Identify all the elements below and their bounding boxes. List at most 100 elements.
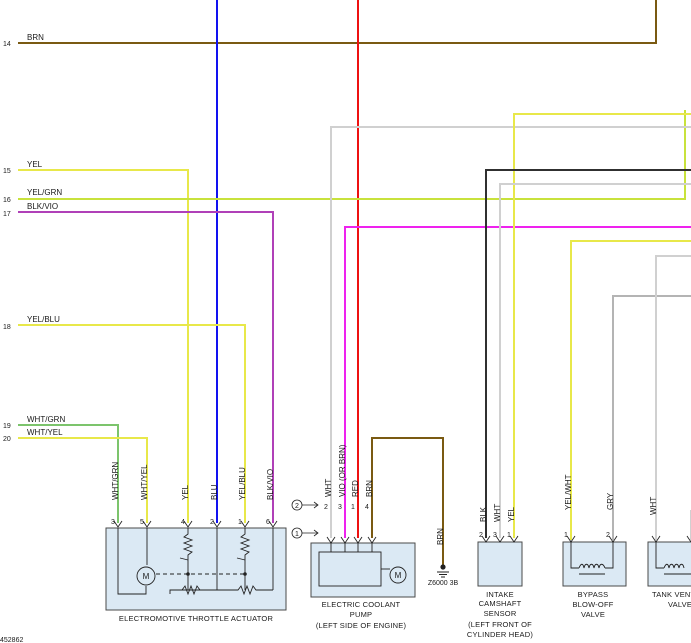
ground-icon [437, 571, 449, 578]
bypass-caption-1: BYPASS [578, 590, 609, 599]
throttle-junction-2 [243, 572, 247, 576]
cam-wire-label-2: WHT [493, 504, 502, 522]
bypass-coil-icon [578, 563, 606, 569]
wire-whtgrn-row19 [18, 424, 119, 523]
row-wire-19: WHT/GRN [27, 415, 65, 424]
throttle-wire-label-3: YEL [181, 484, 190, 500]
wire-brn-pump-4 [371, 437, 444, 566]
throttle-pin-1: 1 [238, 519, 242, 526]
throttle-wire-label-4: BLU [210, 484, 219, 500]
cam-sensor: BLK WHT YEL 2 3 1 INTAKE CAMSHAFT SENSOR… [467, 504, 533, 639]
row-wire-20: WHT/YEL [27, 428, 63, 437]
throttle-wire-label-1: WHT/GRN [111, 462, 120, 500]
pump-pin-2: 2 [324, 504, 328, 511]
wire-brn-row14 [18, 0, 657, 44]
pump-wire-label-2: VIO (OR BRN) [338, 444, 347, 497]
ground-id-label: Z6000 3B [428, 580, 459, 587]
pump-caption-3: (LEFT SIDE OF ENGINE) [316, 621, 407, 630]
coolant-pump: WHT VIO (OR BRN) RED BRN 2 3 1 4 2 1 M B… [291, 444, 459, 630]
marker-1-arrow [302, 529, 319, 537]
tank-coil-icon [663, 563, 685, 569]
ground-splice-dot [440, 564, 446, 570]
pump-wire-label-3: RED [351, 480, 360, 497]
wire-vio-pump-3 [344, 226, 691, 538]
figure-code: 452862 [0, 637, 23, 643]
throttle-pin-2: 2 [210, 519, 214, 526]
throttle-wire-label-6: BLK/VIO [266, 469, 275, 500]
wire-yel-cam-1 [513, 113, 691, 538]
throttle-pin-arrows [113, 520, 278, 528]
throttle-actuator: WHT/GRN WHT/YEL YEL BLU YEL/BLU BLK/VIO … [105, 462, 287, 623]
wire-yelblu-row18 [18, 324, 246, 523]
tank-caption-1: TANK VENT [652, 590, 691, 599]
throttle-actuator-box [105, 527, 287, 611]
bypass-caption-2: BLOW-OFF [572, 600, 613, 609]
throttle-wire-label-2: WHT/YEL [140, 464, 149, 500]
pump-wire-label-1: WHT [324, 479, 333, 497]
throttle-pin-6: 6 [266, 519, 270, 526]
row-number-14: 14 [3, 41, 11, 48]
pump-wire-label-4: BRN [365, 480, 374, 497]
throttle-internal-circuit [117, 528, 274, 596]
pump-pin-4: 4 [365, 504, 369, 511]
cam-caption-2: CAMSHAFT [479, 599, 522, 608]
wire-wht-tank [655, 255, 691, 540]
throttle-pin-5: 5 [140, 519, 144, 526]
bypass-pin-2: 2 [606, 532, 610, 539]
marker-2-arrow [302, 501, 319, 509]
row-wire-14: BRN [27, 33, 44, 42]
pump-pin-1: 1 [351, 504, 355, 511]
bypass-caption-3: VALVE [581, 610, 605, 619]
bypass-valve: YEL/WHT GRY 1 2 BYPASS BLOW-OFF VALVE [562, 474, 627, 619]
cam-caption-4: (LEFT FRONT OF [468, 620, 532, 629]
wire-wht-pump-2 [330, 126, 691, 538]
marker-2-label: 2 [295, 503, 299, 510]
wire-blk-cam-2 [485, 169, 691, 538]
pump-motor-symbol [389, 566, 407, 584]
row-number-15: 15 [3, 168, 11, 175]
row-number-20: 20 [3, 436, 11, 443]
row-wire-15: YEL [27, 160, 43, 169]
row-wire-18: YEL/BLU [27, 315, 60, 324]
ground-wire-label: BRN [436, 528, 445, 545]
cam-pin-1: 1 [507, 532, 511, 539]
row-number-18: 18 [3, 324, 11, 331]
wire-whtyel-row20 [18, 437, 148, 523]
row-number-16: 16 [3, 197, 11, 204]
row-wire-16: YEL/GRN [27, 188, 62, 197]
wire-yelgrn-row16 [18, 110, 686, 200]
row-number-19: 19 [3, 423, 11, 430]
bypass-pin-1: 1 [564, 532, 568, 539]
pump-caption-2: PUMP [350, 610, 372, 619]
throttle-caption: ELECTROMOTIVE THROTTLE ACTUATOR [119, 614, 274, 623]
wire-blkvio-row17 [18, 211, 274, 523]
coolant-pump-box [310, 542, 416, 598]
cam-wire-label-3: YEL [507, 506, 516, 522]
pump-pin-3: 3 [338, 504, 342, 511]
tank-internal [651, 535, 691, 575]
throttle-motor-label: M [143, 572, 150, 581]
cam-caption-3: SENSOR [484, 609, 517, 618]
pump-pin-arrows [326, 536, 377, 544]
bypass-internal [566, 535, 618, 575]
tank-vent-box [647, 541, 691, 587]
pump-caption-1: ELECTRIC COOLANT [322, 600, 401, 609]
bypass-wire-label-2: GRY [606, 492, 615, 510]
cam-pin-arrows [481, 535, 519, 543]
cam-pin-2: 2 [479, 532, 483, 539]
throttle-pin-3: 3 [111, 519, 115, 526]
pump-motor-label: M [395, 571, 402, 580]
pump-internal-circuit [318, 543, 407, 587]
tank-wire-label-1: WHT [649, 497, 658, 515]
wire-wht-cam-3 [499, 183, 691, 538]
bypass-wire-label-1: YEL/WHT [564, 474, 573, 510]
cam-sensor-box [477, 541, 523, 587]
wire-gry-bypass-2 [612, 295, 691, 540]
tank-vent-valve: WHT TANK VENT VALVE [647, 497, 691, 609]
throttle-motor-symbol [136, 566, 156, 586]
tank-caption-2: VALVE [668, 600, 691, 609]
cam-caption-1: INTAKE [486, 590, 514, 599]
throttle-junction-1 [186, 572, 190, 576]
row-wire-17: BLK/VIO [27, 202, 58, 211]
